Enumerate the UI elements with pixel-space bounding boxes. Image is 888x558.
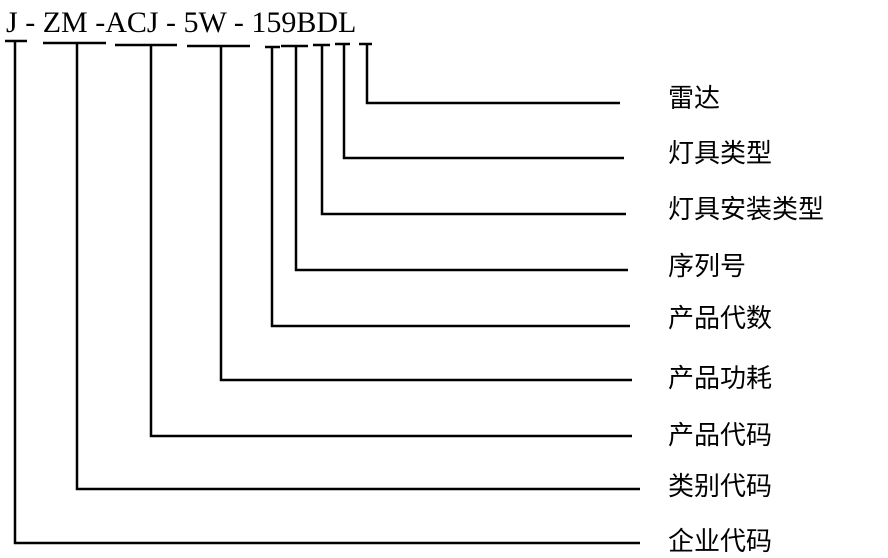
label-mount-type: 灯具安装类型 (668, 195, 825, 225)
code-radar: L (338, 6, 357, 39)
line-category (43, 41, 640, 491)
code-sep: - (226, 6, 252, 39)
code-mount-type: B (296, 6, 317, 39)
label-generation: 产品代数 (668, 304, 773, 334)
label-category-code: 类别代码 (668, 472, 773, 502)
code-serial: 59 (266, 6, 297, 39)
label-enterprise-code: 企业代码 (668, 527, 773, 557)
code-lamp-type: D (316, 6, 339, 39)
code-product: ACJ (105, 6, 159, 39)
line-product (115, 43, 632, 438)
label-radar: 雷达 (668, 84, 721, 114)
code-sep: - (87, 6, 106, 39)
code-sep: - (158, 6, 184, 39)
code-power: 5W (183, 6, 227, 39)
label-lamp-type: 灯具类型 (668, 139, 773, 169)
line-power (187, 44, 632, 382)
label-power: 产品功耗 (668, 364, 773, 394)
code-sep: - (17, 6, 43, 39)
code-enterprise: J (6, 6, 18, 39)
line-mount-type (313, 43, 626, 216)
line-enterprise (5, 39, 640, 545)
line-radar (359, 42, 620, 105)
line-lamp-type (335, 42, 624, 160)
code-category: ZM (42, 6, 88, 39)
label-product-code: 产品代码 (668, 421, 773, 451)
line-generation (265, 45, 630, 328)
label-serial: 序列号 (668, 252, 747, 282)
line-serial (281, 44, 628, 272)
model-code: J - ZM -ACJ - 5W - 159BDL (6, 6, 356, 40)
code-generation: 1 (251, 6, 267, 39)
